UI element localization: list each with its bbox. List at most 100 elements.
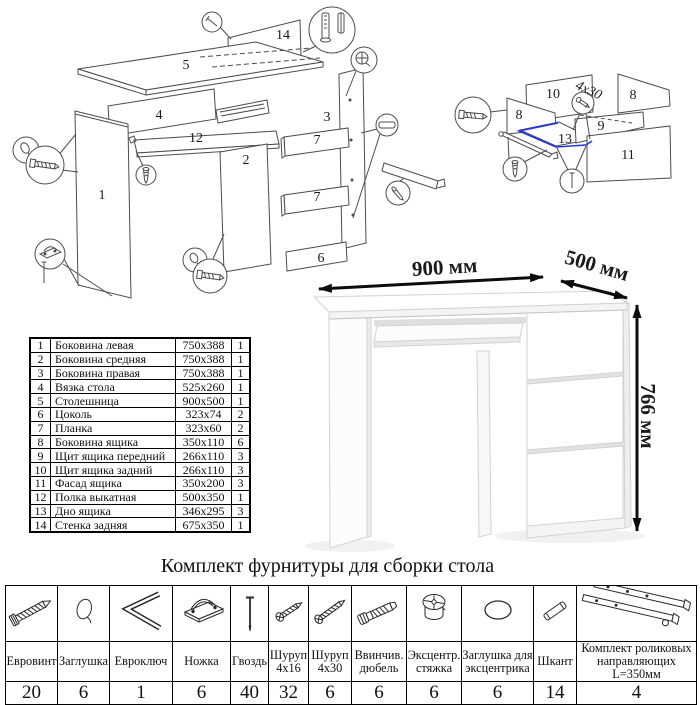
callout-screw-drawer-bottom — [502, 156, 528, 182]
part-qty: 1 — [231, 517, 251, 533]
part-qty: 2 — [231, 420, 251, 436]
part-qty: 3 — [231, 462, 251, 477]
part-name: Планка — [50, 420, 176, 436]
screw-4x30-icon — [313, 599, 346, 624]
part-5-desktop — [77, 41, 324, 96]
hardware-icon-cell — [109, 585, 173, 642]
screw-4x16-icon — [274, 602, 303, 622]
label-4: 4 — [156, 108, 163, 123]
exploded-desk-diagram: 14 5 4 12 2 1 3 7 7 6 — [12, 6, 446, 299]
label-6: 6 — [318, 251, 325, 266]
desk-top — [312, 290, 629, 320]
part-size: 750x388 — [175, 365, 232, 381]
cam-cap-icon — [483, 600, 512, 620]
part-qty: 1 — [231, 337, 251, 353]
drawer-seam — [527, 442, 623, 454]
part-size: 750x388 — [175, 337, 232, 353]
hardware-icon-cell — [533, 585, 577, 642]
desk-left-panel — [328, 307, 368, 549]
hardware-qty: 6 — [172, 681, 231, 705]
part-size: 500x350 — [175, 489, 232, 505]
part-qty: 1 — [231, 489, 251, 505]
part-size: 675x350 — [175, 517, 232, 533]
hardware-icon-cell — [230, 585, 269, 642]
label-2: 2 — [243, 153, 250, 168]
product-photo: 900 мм 500 мм 766 мм — [305, 245, 660, 552]
part-size: 350x110 — [175, 434, 232, 450]
drawer-front-3 — [526, 445, 624, 527]
drawer-front-1 — [526, 303, 624, 381]
width-arrow — [318, 273, 544, 293]
hardware-qty: 32 — [268, 681, 309, 705]
hardware-qty-row: 20 6 1 6 40 32 6 6 6 6 14 4 — [5, 681, 697, 705]
part-number: 1 — [29, 337, 51, 353]
part-6-plinth — [285, 241, 348, 272]
part-qty: 3 — [231, 448, 251, 464]
drawer-leader-lines — [489, 109, 633, 171]
hardware-name: Евровинт — [5, 641, 58, 682]
part-number: 6 — [29, 406, 51, 422]
hardware-icon-cell — [57, 585, 110, 642]
desk-render — [312, 290, 632, 549]
hardware-qty: 6 — [461, 681, 534, 705]
hardware-table: Евровинт Заглушка Евроключ Ножка Гвоздь … — [5, 585, 697, 705]
hardware-qty: 6 — [57, 681, 110, 705]
nail-icon — [245, 596, 254, 632]
hardware-qty: 6 — [406, 681, 462, 705]
callout-plug-confirmat-bottom — [182, 247, 228, 294]
part-size: 323x74 — [175, 406, 232, 422]
callout-foot — [34, 238, 66, 283]
part-12-tray — [128, 130, 280, 158]
hardware-icon-cell — [576, 585, 697, 642]
hardware-icons-row — [5, 585, 697, 642]
part-qty: 1 — [231, 351, 251, 367]
callout-screw-mid — [135, 164, 157, 186]
part-name: Дно ящика — [50, 503, 176, 519]
part-size: 323x60 — [175, 420, 232, 436]
hardware-qty: 1 — [109, 681, 173, 705]
foot-icon — [183, 598, 224, 623]
hardware-icon-cell — [172, 585, 231, 642]
part-name: Боковина ящика — [50, 434, 176, 450]
roller-rails-icon — [581, 586, 691, 627]
callout-cam — [350, 46, 378, 74]
label-11: 11 — [621, 148, 634, 163]
depth-dim-label: 500 мм — [562, 245, 631, 286]
part-size: 346x295 — [175, 503, 232, 519]
part-qty: 1 — [231, 379, 251, 395]
slide-rail-upper — [215, 99, 270, 124]
hardware-icon-cell — [268, 585, 309, 642]
callout-confirmat-drawer — [454, 96, 492, 134]
callout-nail-top — [201, 11, 223, 33]
part-name: Щит ящика задний — [50, 462, 176, 477]
label-12: 12 — [189, 131, 203, 146]
part-number: 4 — [29, 379, 51, 395]
label-8a: 8 — [516, 108, 523, 123]
part-qty: 3 — [231, 503, 251, 519]
hardware-icon-cell — [5, 585, 58, 642]
part-qty: 3 — [231, 475, 251, 491]
label-7a: 7 — [314, 133, 321, 148]
callout-nail-drawer — [559, 168, 585, 194]
part-name: Щит ящика передний — [50, 448, 176, 464]
hardware-name: Евроключ — [109, 641, 173, 682]
depth-arrow — [560, 279, 628, 300]
label-13: 13 — [558, 132, 572, 147]
part-name: Боковина левая — [50, 337, 176, 353]
dowel-icon — [542, 601, 567, 621]
euro-screw-icon — [8, 600, 51, 627]
threaded-dowel-icon — [356, 601, 397, 625]
callout-dowel-right — [375, 113, 399, 137]
hardware-name: Комплект роликовых направляющих L=350мм — [576, 641, 697, 682]
part-number: 7 — [29, 420, 51, 436]
part-number: 13 — [29, 503, 51, 519]
dimension-arrows — [318, 273, 642, 532]
